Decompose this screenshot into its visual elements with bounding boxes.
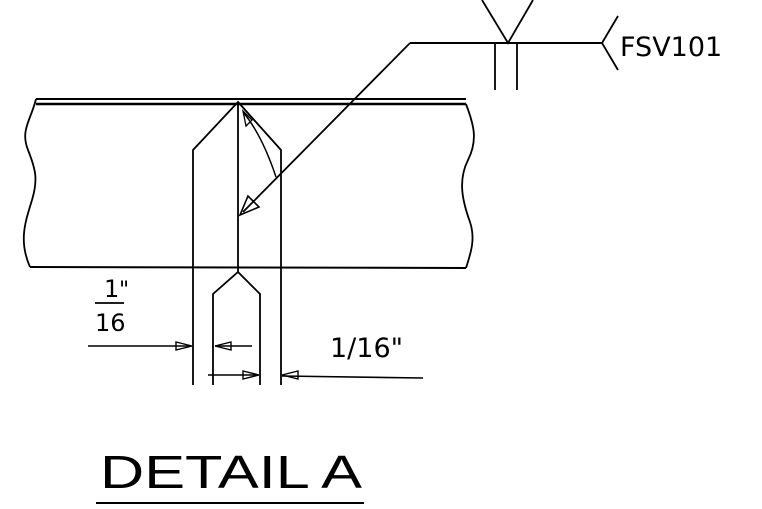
dim-right-arrow-left <box>242 370 260 380</box>
weld-slot <box>192 100 282 385</box>
plate-right-break-line <box>461 103 475 269</box>
dim-right-label: 1/16" <box>330 333 403 364</box>
slot-upper-outline <box>192 100 282 385</box>
slot-lower-inner-outline <box>212 270 261 385</box>
dim-right-arrow-right <box>281 370 299 380</box>
plate-left-break-line <box>22 98 37 268</box>
angle-arc-arrow-top <box>241 109 253 128</box>
plate-section <box>22 98 475 269</box>
weld-callout-label: FSV101 <box>620 32 722 63</box>
dim-left-inch-mark: " <box>119 278 129 303</box>
dim-right-leader <box>281 375 424 379</box>
dim-left-arrow-right <box>175 341 193 351</box>
weld-tail <box>600 15 619 71</box>
weld-v-symbol <box>481 0 534 45</box>
weld-leader-line <box>242 42 411 213</box>
dim-left-numerator: 1 <box>104 275 119 303</box>
angle-arc <box>242 111 277 178</box>
dim-left-denominator: 16 <box>95 309 126 337</box>
weld-leader-arrowhead <box>238 194 261 217</box>
weld-symbol: FSV101 <box>238 0 722 217</box>
detail-title: DETAIL A <box>100 446 362 498</box>
plate-bottom-edge <box>29 266 467 269</box>
dimension-right: 1/16" <box>208 333 424 380</box>
detail-title-group: DETAIL A <box>96 446 364 504</box>
dimension-left: 1 " 16 <box>88 275 252 351</box>
